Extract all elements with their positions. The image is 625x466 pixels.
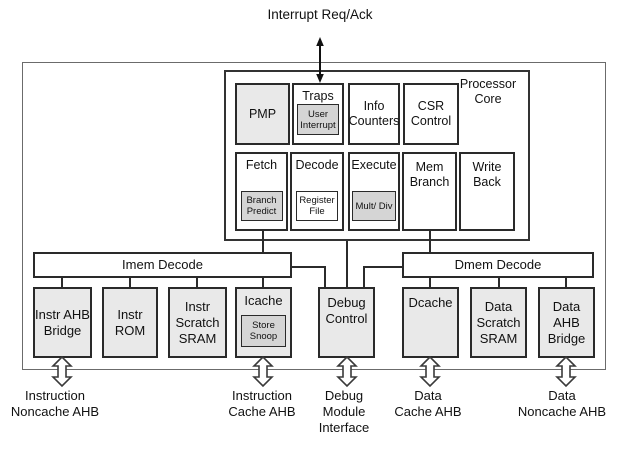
block-label: Execute — [351, 158, 397, 172]
bus-label-instruction-noncache-ahb: Instruction Noncache AHB — [5, 388, 105, 420]
block-fetch: Fetch Branch Predict — [235, 152, 288, 231]
bus-label-line: Interface — [318, 420, 370, 435]
block-label: Mem Branch — [409, 160, 450, 189]
bus-label-line: Noncache AHB — [517, 404, 607, 419]
block-mult-div: Mult/ Div — [352, 191, 396, 221]
block-instr-scratch-sram: Instr Scratch SRAM — [168, 287, 227, 358]
block-csr-control: CSR Control — [403, 83, 459, 145]
block-label: Decode — [295, 158, 339, 172]
block-traps: Traps User Interrupt — [292, 83, 344, 145]
bus-label-line: Instruction — [25, 388, 85, 403]
bus-label-data-noncache-ahb: Data Noncache AHB — [512, 388, 612, 420]
bus-label-line: Instruction — [232, 388, 292, 403]
block-label: Icache — [244, 293, 283, 308]
arrowhead-up-icon — [316, 37, 324, 46]
block-label: Register File — [299, 195, 335, 217]
block-label: Info Counters — [348, 99, 400, 128]
block-info-counters: Info Counters — [348, 83, 400, 145]
block-decode: Decode Register File — [290, 152, 344, 231]
bus-label-line: Module — [322, 404, 366, 419]
bus-label-debug-module-interface: Debug Module Interface — [314, 388, 374, 436]
block-instr-ahb-bridge: Instr AHB Bridge — [33, 287, 92, 358]
block-dmem-decode: Dmem Decode — [402, 252, 594, 278]
bus-label-data-cache-ahb: Data Cache AHB — [388, 388, 468, 420]
block-label: Debug Control — [325, 295, 368, 326]
bus-label-line: Noncache AHB — [10, 404, 100, 419]
block-label: Dcache — [408, 295, 453, 310]
block-label: Instr Scratch SRAM — [175, 298, 220, 346]
block-user-interrupt: User Interrupt — [297, 104, 339, 135]
block-pmp: PMP — [235, 83, 290, 145]
block-store-snoop: Store Snoop — [241, 315, 286, 347]
bus-label-instruction-cache-ahb: Instruction Cache AHB — [212, 388, 312, 420]
block-debug-control: Debug Control — [318, 287, 375, 358]
block-label: Traps — [302, 89, 334, 103]
bus-label-line: Data — [414, 388, 442, 403]
block-label: CSR Control — [410, 99, 452, 128]
block-label: Instr ROM — [114, 306, 146, 338]
block-label: Instr AHB Bridge — [35, 306, 90, 338]
block-label: Dmem Decode — [454, 257, 542, 272]
block-mem-branch: Mem Branch — [402, 152, 457, 231]
block-label: Store Snoop — [249, 320, 278, 342]
block-instr-rom: Instr ROM — [102, 287, 158, 358]
bus-label-line: Data — [548, 388, 576, 403]
block-label: Data AHB Bridge — [547, 298, 586, 346]
bus-label-line: Debug — [324, 388, 364, 403]
block-data-scratch-sram: Data Scratch SRAM — [470, 287, 527, 358]
bus-label-line: Cache AHB — [394, 404, 462, 419]
block-imem-decode: Imem Decode — [33, 252, 292, 278]
block-write-back: Write Back — [459, 152, 515, 231]
block-label: Fetch — [245, 158, 278, 172]
block-branch-predict: Branch Predict — [240, 191, 283, 221]
bus-label-line: Cache AHB — [228, 404, 296, 419]
block-execute: Execute Mult/ Div — [348, 152, 400, 231]
block-icache: Icache Store Snoop — [235, 287, 292, 358]
block-label: Data Scratch SRAM — [476, 298, 521, 346]
block-label: Write Back — [472, 160, 502, 189]
block-label: Mult/ Div — [355, 200, 393, 212]
block-label: Imem Decode — [122, 257, 203, 272]
block-label: Branch Predict — [246, 195, 277, 217]
block-data-ahb-bridge: Data AHB Bridge — [538, 287, 595, 358]
processor-core-label: Processor Core — [459, 77, 517, 106]
block-register-file: Register File — [296, 191, 338, 221]
block-label: User Interrupt — [300, 108, 336, 131]
block-dcache: Dcache — [402, 287, 459, 358]
interrupt-req-ack-label: Interrupt Req/Ack — [267, 7, 373, 22]
block-label: PMP — [248, 106, 277, 121]
